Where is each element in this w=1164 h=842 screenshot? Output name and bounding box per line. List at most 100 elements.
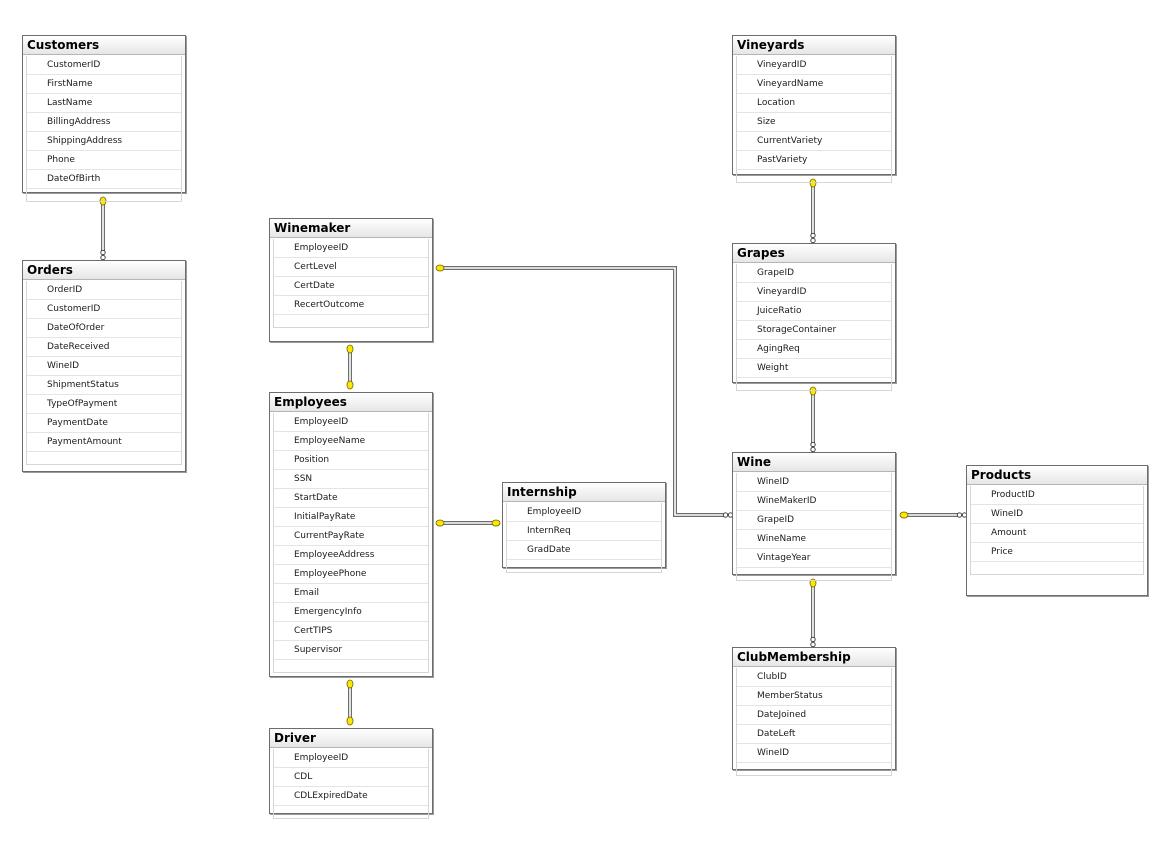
column[interactable]: VintageYear (737, 549, 891, 568)
column[interactable]: WineID (737, 744, 891, 763)
column[interactable]: ShipmentStatus (27, 376, 181, 395)
table-title[interactable]: Wine (733, 453, 895, 472)
column[interactable]: TypeOfPayment (27, 395, 181, 414)
column[interactable]: Amount (971, 524, 1143, 543)
column[interactable]: PaymentAmount (27, 433, 181, 452)
primary-key-column[interactable]: GrapeID (737, 264, 891, 283)
column[interactable]: EmployeeAddress (274, 546, 428, 565)
table-title[interactable]: ClubMembership (733, 648, 895, 667)
column[interactable]: CertDate (274, 277, 428, 296)
column[interactable]: LastName (27, 94, 181, 113)
table-title[interactable]: Orders (23, 261, 185, 280)
column[interactable]: Phone (27, 151, 181, 170)
column[interactable]: MemberStatus (737, 687, 891, 706)
column[interactable]: CustomerID (27, 300, 181, 319)
column[interactable]: CDL (274, 768, 428, 787)
column[interactable]: EmployeePhone (274, 565, 428, 584)
column[interactable]: VineyardID (737, 283, 891, 302)
column[interactable]: CurrentPayRate (274, 527, 428, 546)
column[interactable]: VineyardName (737, 75, 891, 94)
column[interactable]: EmergencyInfo (274, 603, 428, 622)
column[interactable]: DateOfOrder (27, 319, 181, 338)
column[interactable]: Position (274, 451, 428, 470)
column[interactable]: Location (737, 94, 891, 113)
primary-key-column[interactable]: EmployeeID (507, 503, 661, 522)
column[interactable]: CertLevel (274, 258, 428, 277)
primary-key-column[interactable]: WineID (737, 473, 891, 492)
table-footer (737, 568, 891, 580)
primary-key-column[interactable]: EmployeeID (274, 239, 428, 258)
table-footer (737, 763, 891, 775)
column[interactable]: DateReceived (27, 338, 181, 357)
column[interactable]: SSN (274, 470, 428, 489)
primary-key-column[interactable]: OrderID (27, 281, 181, 300)
primary-key-column[interactable]: VineyardID (737, 56, 891, 75)
table-title[interactable]: Grapes (733, 244, 895, 263)
column[interactable]: CertTIPS (274, 622, 428, 641)
column[interactable]: WineID (971, 505, 1143, 524)
column[interactable]: WineName (737, 530, 891, 549)
column[interactable]: InternReq (507, 522, 661, 541)
column[interactable]: PaymentDate (27, 414, 181, 433)
column[interactable]: WineMakerID (737, 492, 891, 511)
column[interactable]: WineID (27, 357, 181, 376)
table-title[interactable]: Internship (503, 483, 665, 502)
column[interactable]: FirstName (27, 75, 181, 94)
column[interactable]: Email (274, 584, 428, 603)
column[interactable]: BillingAddress (27, 113, 181, 132)
column[interactable]: Price (971, 543, 1143, 562)
one-end-key-icon (346, 380, 354, 390)
primary-key-column[interactable]: CustomerID (27, 56, 181, 75)
column[interactable]: CurrentVariety (737, 132, 891, 151)
column[interactable]: GradDate (507, 541, 661, 560)
table-footer (737, 170, 891, 182)
table-title[interactable]: Driver (270, 729, 432, 748)
column[interactable]: JuiceRatio (737, 302, 891, 321)
column[interactable]: StartDate (274, 489, 428, 508)
table-footer (274, 806, 428, 818)
column[interactable]: DateOfBirth (27, 170, 181, 189)
column[interactable]: Weight (737, 359, 891, 378)
column[interactable]: RecertOutcome (274, 296, 428, 315)
column[interactable]: PastVariety (737, 151, 891, 170)
many-end-infinity-icon (810, 441, 816, 453)
column[interactable]: EmployeeName (274, 432, 428, 451)
table-title[interactable]: Products (967, 466, 1147, 485)
primary-key-column[interactable]: ClubID (737, 668, 891, 687)
primary-key-column[interactable]: EmployeeID (274, 413, 428, 432)
column[interactable]: StorageContainer (737, 321, 891, 340)
column[interactable]: GrapeID (737, 511, 891, 530)
column[interactable]: InitialPayRate (274, 508, 428, 527)
table-title[interactable]: Vineyards (733, 36, 895, 55)
primary-key-column[interactable]: EmployeeID (274, 749, 428, 768)
column[interactable]: CDLExpiredDate (274, 787, 428, 806)
table-title[interactable]: Employees (270, 393, 432, 412)
column[interactable]: Supervisor (274, 641, 428, 660)
one-end-key-icon (346, 679, 354, 689)
primary-key-column[interactable]: ProductID (971, 486, 1143, 505)
column[interactable]: DateLeft (737, 725, 891, 744)
column[interactable]: AgingReq (737, 340, 891, 359)
column[interactable]: DateJoined (737, 706, 891, 725)
one-end-key-icon (435, 264, 445, 272)
table-title[interactable]: Customers (23, 36, 185, 55)
column[interactable]: Size (737, 113, 891, 132)
column[interactable]: ShippingAddress (27, 132, 181, 151)
many-end-infinity-icon (810, 636, 816, 648)
table-title[interactable]: Winemaker (270, 219, 432, 238)
relationship-line[interactable] (437, 266, 727, 517)
